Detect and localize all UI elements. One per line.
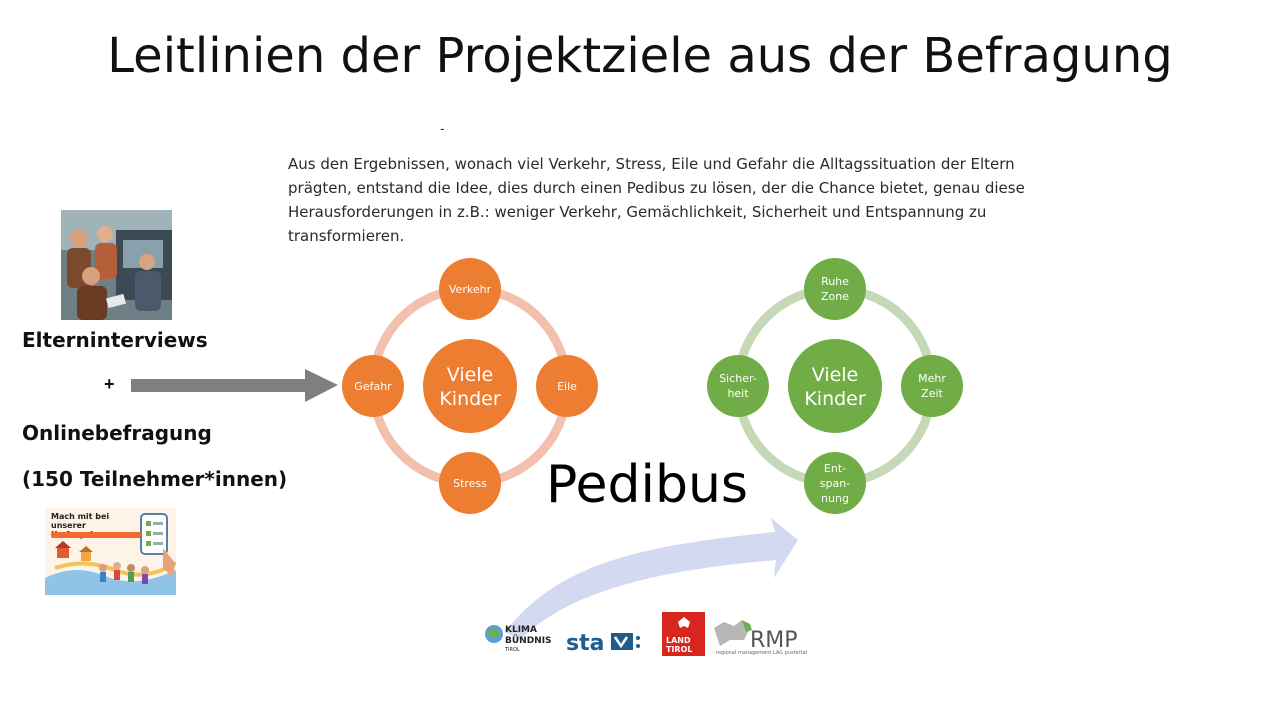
survey-flyer-image: Mach mit bei unserer Umfrage! xyxy=(45,508,176,595)
sta-logo: sta xyxy=(566,631,640,656)
problems-center xyxy=(423,339,517,433)
sta-text: sta xyxy=(566,631,604,656)
plus-sign: + xyxy=(104,374,115,394)
land-tirol-logo: LAND TIROL xyxy=(662,612,705,656)
parents-photo xyxy=(61,210,172,320)
problem-label-stress: Stress xyxy=(453,477,487,490)
interviews-label: Elterninterviews xyxy=(22,328,208,352)
online-survey-label: Onlinebefragung xyxy=(22,421,212,445)
solutions-center-line1: Viele xyxy=(812,364,859,386)
solution-node-left xyxy=(707,355,769,417)
problem-label-eile: Eile xyxy=(557,380,577,393)
problem-label-verkehr: Verkehr xyxy=(449,283,492,296)
intro-paragraph: Aus den Ergebnissen, wonach viel Verkehr… xyxy=(288,155,1025,245)
transformation-arrow xyxy=(505,518,798,640)
input-arrow-shaft xyxy=(131,379,307,392)
solution-label-ent: Ent- xyxy=(824,462,846,475)
input-arrow-head xyxy=(305,369,338,402)
problem-label-gefahr: Gefahr xyxy=(354,380,392,393)
pedibus-label: Pedibus xyxy=(546,455,749,515)
problems-cycle: Viele Kinder Verkehr Eile Stress Gefahr xyxy=(342,258,598,514)
problems-center-line1: Viele xyxy=(447,364,494,386)
land-line2: TIROL xyxy=(666,645,693,654)
rmp-text: RMP xyxy=(750,628,798,653)
survey-flyer-banner xyxy=(51,532,141,538)
problem-node-left xyxy=(342,355,404,417)
klima-line3: TIROL xyxy=(504,647,520,653)
klima-line1: KLIMA xyxy=(505,625,537,635)
solution-node-right xyxy=(901,355,963,417)
rmp-subtext: regional management LAG pustertal xyxy=(716,650,807,656)
stray-mark: - xyxy=(440,120,445,136)
land-line1: LAND xyxy=(666,636,691,645)
solution-label-span: span- xyxy=(820,477,850,490)
solutions-center-line2: Kinder xyxy=(804,388,866,410)
solution-label-mehr: Mehr xyxy=(918,372,946,385)
solution-label-zone: Zone xyxy=(821,290,849,303)
solutions-center xyxy=(788,339,882,433)
participants-label: (150 Teilnehmer*innen) xyxy=(22,467,288,491)
solution-label-sicher: Sicher- xyxy=(719,372,757,385)
solution-label-zeit: Zeit xyxy=(921,387,943,400)
problems-center-line2: Kinder xyxy=(439,388,501,410)
klima-line2: BÜNDNIS xyxy=(505,635,552,646)
solution-label-ruhe: Ruhe xyxy=(821,275,849,288)
klima-buendnis-logo: KLIMA BÜNDNIS TIROL xyxy=(485,625,552,653)
solution-label-nung: nung xyxy=(821,492,849,505)
solution-node-bottom xyxy=(804,452,866,514)
problem-node-top xyxy=(439,258,501,320)
rmp-logo: RMP regional management LAG pustertal xyxy=(714,620,807,656)
slide-title: Leitlinien der Projektziele aus der Befr… xyxy=(107,28,1173,84)
problem-node-right xyxy=(536,355,598,417)
problem-node-bottom xyxy=(439,452,501,514)
solution-node-top xyxy=(804,258,866,320)
solutions-cycle: Viele Kinder Ruhe Zone Mehr Zeit Ent- sp… xyxy=(707,258,963,514)
solution-label-heit: heit xyxy=(727,387,749,400)
